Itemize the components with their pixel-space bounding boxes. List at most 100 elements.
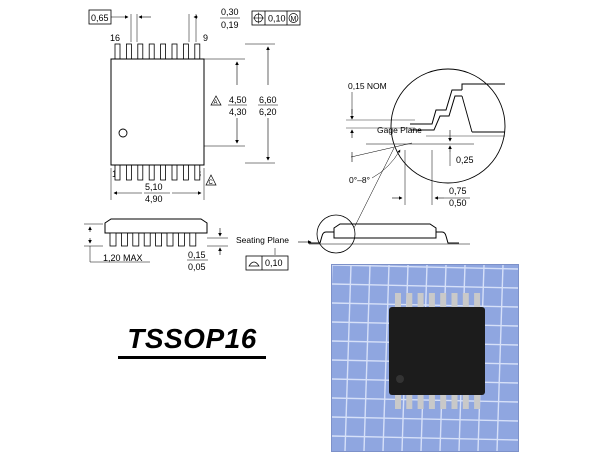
chip-photo-drawing xyxy=(332,265,518,451)
package-body-top xyxy=(110,58,205,166)
lead-lower xyxy=(194,164,201,181)
side-lead xyxy=(121,232,128,247)
note-a-flag: A xyxy=(210,95,222,106)
lead-upper xyxy=(114,43,121,60)
side-lead xyxy=(155,232,163,247)
lead-upper xyxy=(137,43,144,60)
side-lead xyxy=(109,232,117,247)
detail-circle-small xyxy=(316,214,356,254)
photo-lead-bottom xyxy=(474,393,481,409)
lead-upper xyxy=(126,43,132,60)
lead-upper xyxy=(182,43,189,60)
side-lead xyxy=(132,232,140,247)
photo-lead-bottom xyxy=(406,393,413,409)
seating-lead-right xyxy=(436,231,459,244)
body-width-max: 4,50 xyxy=(229,95,247,105)
detail-circle-large xyxy=(390,68,506,184)
grid-line xyxy=(344,265,352,451)
photo-pin1-dot xyxy=(396,375,404,383)
lead-lower xyxy=(137,164,144,181)
height-max-label: 1,20 MAX xyxy=(103,253,143,263)
photo-leads xyxy=(395,293,481,409)
total-width-max: 6,60 xyxy=(259,95,277,105)
pitch-label: 0,65 xyxy=(91,13,109,23)
side-lead xyxy=(143,232,151,247)
top-leads-upper xyxy=(114,43,201,60)
grid-line xyxy=(496,265,504,451)
lead-detail: 0,15 NOM Gage Plane 0,25 0°–8° 0,75 0,50 xyxy=(346,68,506,208)
lead-lower xyxy=(114,164,121,181)
tolerance-value: 0,10 xyxy=(268,14,286,24)
grid-line xyxy=(332,265,518,270)
seating-lead-left xyxy=(309,231,334,244)
photo-lead-top xyxy=(428,293,435,309)
photo-lead-bottom xyxy=(451,393,458,409)
lead-upper xyxy=(160,43,167,60)
package-title: TSSOP16 xyxy=(118,322,266,359)
angle-range-label: 0°–8° xyxy=(349,175,370,185)
side-body xyxy=(104,218,208,234)
photo-lead-bottom xyxy=(417,393,424,409)
mmc-icon xyxy=(288,13,299,23)
lead-lower xyxy=(182,164,189,181)
seating-body xyxy=(333,223,437,239)
seating-view: Seating Plane 0,10 xyxy=(236,147,470,271)
grid-line xyxy=(332,302,518,308)
side-lead xyxy=(166,232,174,247)
pin-16-label: 16 xyxy=(110,33,120,43)
flatness-icon xyxy=(248,261,260,267)
lead-width-min: 0,19 xyxy=(221,20,239,30)
side-leads xyxy=(109,232,197,247)
lead-lower xyxy=(160,164,167,181)
body-length-min: 4,90 xyxy=(145,194,163,204)
detail-lead-shape xyxy=(410,89,462,125)
grid-line xyxy=(363,265,371,451)
lead-upper xyxy=(171,43,178,60)
photo-lead-top xyxy=(395,293,401,309)
lead-width-max: 0,30 xyxy=(221,7,239,17)
note-a-label: A xyxy=(214,100,218,106)
body-width-min: 4,30 xyxy=(229,107,247,117)
grid-line xyxy=(332,435,518,441)
top-leads-lower xyxy=(114,164,201,181)
standoff-min: 0,05 xyxy=(188,262,206,272)
photo-lead-top xyxy=(440,293,447,309)
pin-1-marker xyxy=(118,128,128,138)
photo-lead-top xyxy=(462,293,469,309)
total-width-min: 6,20 xyxy=(259,107,277,117)
photo-lead-top xyxy=(406,293,413,309)
lead-thickness-label: 0,15 NOM xyxy=(348,81,387,91)
photo-lead-bottom xyxy=(462,393,469,409)
pin-1-label: 1 xyxy=(112,169,117,179)
pin-9-label: 9 xyxy=(203,33,208,43)
photo-lead-top xyxy=(417,293,424,309)
lead-upper xyxy=(148,43,155,60)
gage-height-label: 0,25 xyxy=(456,155,474,165)
grid-line xyxy=(332,283,518,289)
grid-line xyxy=(332,416,518,422)
top-view: 0,65 0,30 0,19 0,10 M 16 9 1 8 xyxy=(88,7,301,204)
tolerance-modifier: M xyxy=(291,16,297,23)
standoff-max: 0,15 xyxy=(188,250,206,260)
photo-chip-body xyxy=(389,307,485,395)
photo-lead-bottom xyxy=(440,393,447,409)
flatness-value: 0,10 xyxy=(265,258,283,268)
photo-lead-top xyxy=(474,293,481,309)
side-lead xyxy=(189,232,197,247)
note-c-flag: C xyxy=(205,174,217,186)
grid-line xyxy=(332,397,518,403)
gage-plane-label: Gage Plane xyxy=(377,125,422,135)
foot-length-min: 0,50 xyxy=(449,198,467,208)
note-c-label: C xyxy=(209,180,214,186)
side-lead xyxy=(177,232,185,247)
grid-line xyxy=(382,265,390,451)
lead-upper xyxy=(194,43,201,60)
body-length-max: 5,10 xyxy=(145,182,163,192)
position-tolerance-frame: 0,10 M xyxy=(251,10,301,26)
photo-lead-bottom xyxy=(428,393,435,409)
foot-length-max: 0,75 xyxy=(449,186,467,196)
lead-lower xyxy=(148,164,155,181)
side-view: 1,20 MAX 0,15 0,05 xyxy=(84,218,228,272)
photo-lead-top xyxy=(451,293,458,309)
